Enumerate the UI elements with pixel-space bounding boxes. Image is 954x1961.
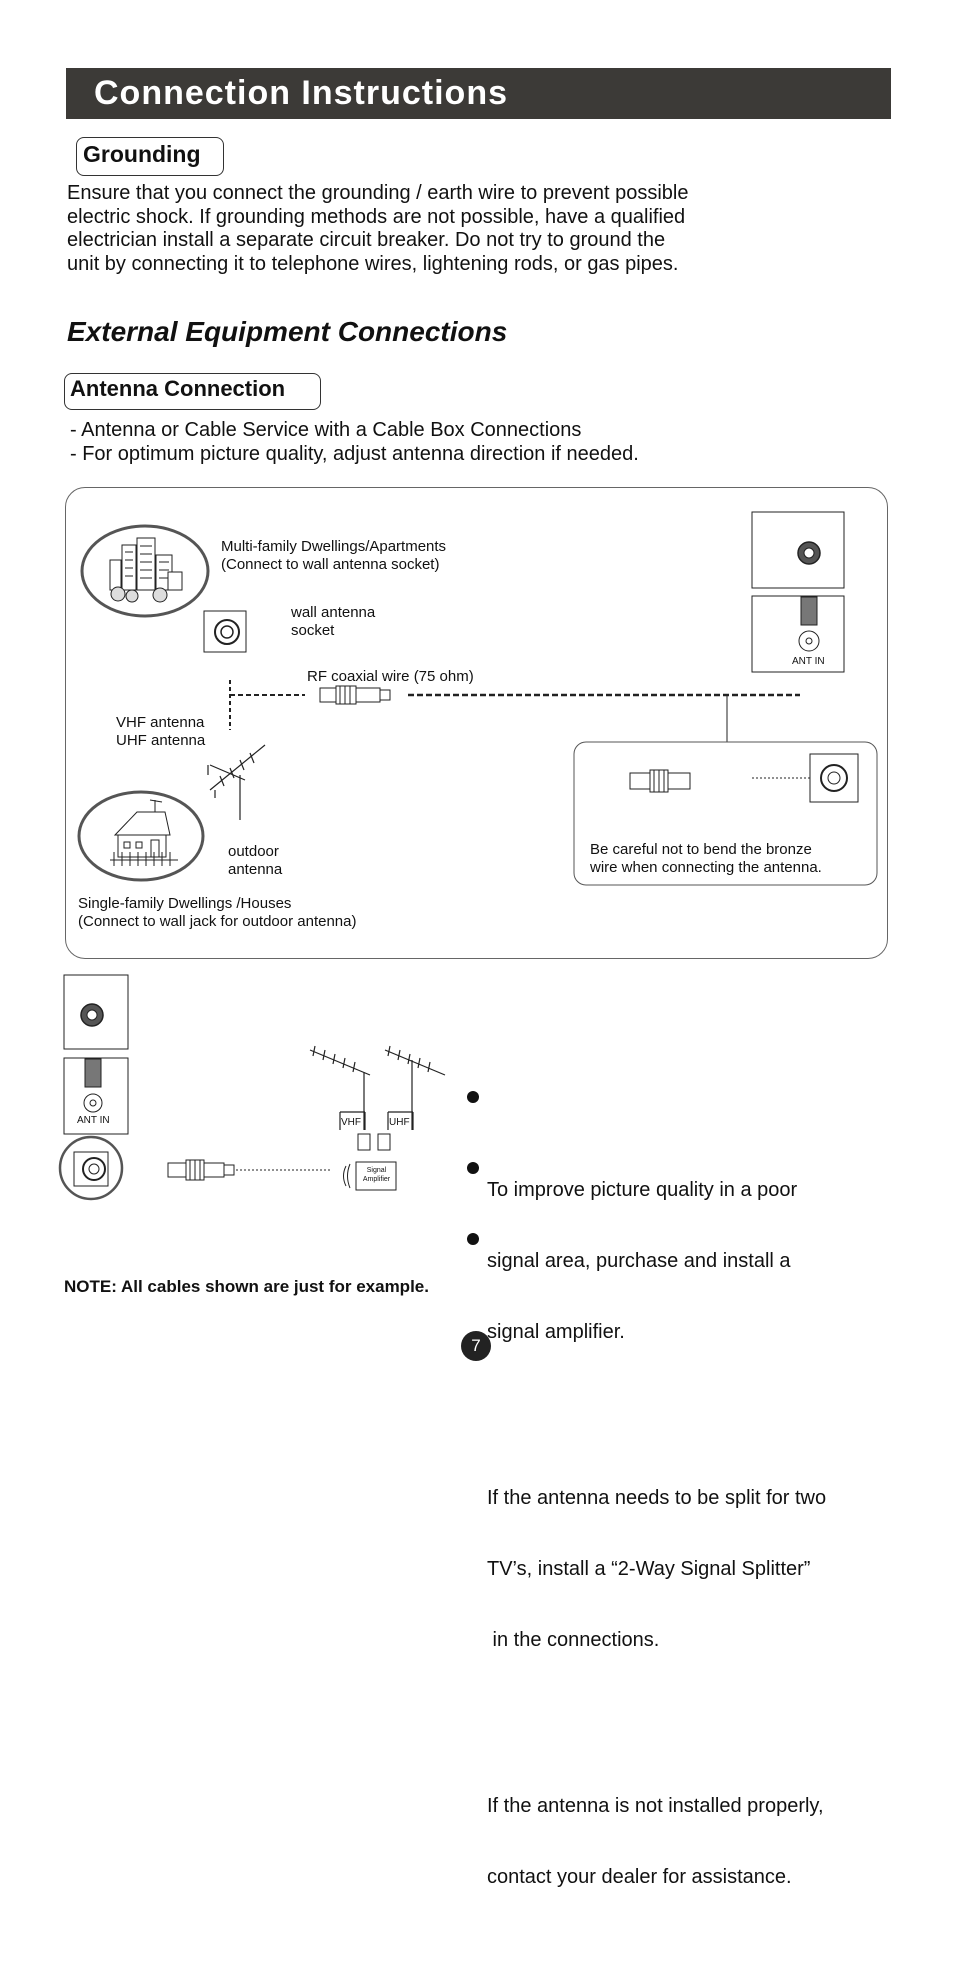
wall-socket-icon [203, 610, 247, 653]
bullet-line: in the connections. [487, 1629, 660, 1652]
uhf-label: UHF [389, 1117, 410, 1128]
vhf-label: VHF [341, 1117, 361, 1128]
header-bar [66, 68, 891, 119]
page-number: 7 [461, 1331, 491, 1361]
label-line: Multi-family Dwellings/Apartments [221, 538, 447, 555]
tv-panel-bottom [63, 974, 129, 1135]
label-line: socket [291, 622, 335, 639]
intro-line: - For optimum picture quality, adjust an… [70, 442, 639, 465]
signal-amplifier-label: Signal Amplifier [358, 1166, 395, 1184]
bullet-line: TV’s, install a “2-Way Signal Splitter” [487, 1558, 811, 1581]
label-line: Signal [366, 1167, 387, 1174]
grounding-heading: Grounding [83, 141, 201, 167]
label-line: wire when connecting the antenna. [590, 859, 822, 876]
section-title: External Equipment Connections [67, 316, 508, 347]
ant-in-label-bottom: ANT IN [77, 1115, 110, 1126]
label-line: VHF antenna [116, 714, 205, 731]
bullet-line: If the antenna is not installed properly… [487, 1795, 824, 1818]
grounding-line: electrician install a separate circuit b… [67, 229, 666, 251]
bullet-line: signal amplifier. [487, 1321, 625, 1344]
amp-connectors-icon [357, 1133, 391, 1151]
careful-plug-icon [629, 769, 691, 793]
tv-panel-top [751, 511, 845, 673]
label-line: antenna [228, 861, 283, 878]
bullet-line: To improve picture quality in a poor [487, 1178, 798, 1201]
bullet-item: If the antenna is not installed properly… [487, 1748, 826, 1938]
label-line: (Connect to wall jack for outdoor antenn… [78, 913, 357, 930]
grounding-line: electric shock. If grounding methods are… [67, 205, 686, 228]
zoom-socket-icon [58, 1135, 124, 1201]
amp-cable-plug-icon [167, 1159, 330, 1181]
grounding-line: Ensure that you connect the grounding / … [67, 182, 689, 204]
careful-socket-icon [809, 753, 859, 803]
grounding-paragraph: Ensure that you connect the grounding / … [67, 182, 689, 276]
rf-wire-label: RF coaxial wire (75 ohm) [307, 668, 474, 685]
antenna-intro: - Antenna or Cable Service with a Cable … [70, 419, 639, 466]
label-line: Amplifier [362, 1176, 391, 1183]
bullet-item: To improve picture quality in a poor sig… [487, 1131, 826, 1392]
antenna-heading-box [64, 373, 321, 410]
careful-label: Be careful not to bend the bronze wire w… [590, 841, 822, 877]
grounding-heading-box [76, 137, 224, 176]
grounding-line: unit by connecting it to telephone wires… [67, 252, 679, 275]
bullet-line: contact your dealer for assistance. [487, 1866, 792, 1889]
bullet-item: If the antenna needs to be split for two… [487, 1440, 826, 1701]
multi-family-label: Multi-family Dwellings/Apartments (Conne… [221, 538, 446, 574]
connection-diagram [58, 511, 878, 1245]
bullet-list: To improve picture quality in a poor sig… [487, 1084, 826, 1961]
bullet-dot [467, 1233, 479, 1245]
signal-amplifier-icon [343, 1161, 397, 1191]
bullet-dot [467, 1162, 479, 1174]
outdoor-antenna-label: outdoor antenna [228, 843, 282, 879]
house-illustration [77, 790, 205, 882]
label-line: UHF antenna [116, 732, 206, 749]
label-line: (Connect to wall antenna socket) [221, 556, 440, 573]
coax-plug-icon [319, 685, 391, 705]
antenna-heading: Antenna Connection [70, 376, 286, 401]
page-title: Connection Instructions [94, 74, 508, 112]
single-family-label: Single-family Dwellings /Houses (Connect… [78, 895, 357, 931]
label-line: outdoor [228, 843, 279, 860]
label-line: Be careful not to bend the bronze [590, 841, 812, 858]
label-line: Single-family Dwellings /Houses [78, 895, 292, 912]
note-text: NOTE: All cables shown are just for exam… [64, 1277, 429, 1296]
wall-socket-label: wall antenna socket [291, 604, 375, 640]
vhf-uhf-antennas-icon [309, 1045, 446, 1130]
ant-in-label-top: ANT IN [792, 656, 825, 667]
apartment-illustration [80, 524, 210, 618]
outdoor-antenna-icon [207, 744, 266, 820]
bullet-line: If the antenna needs to be split for two [487, 1486, 827, 1509]
bullet-dot [467, 1091, 479, 1103]
antenna-diagram-frame [65, 487, 888, 959]
vhf-uhf-label: VHF antenna UHF antenna [116, 714, 205, 750]
intro-line: - Antenna or Cable Service with a Cable … [70, 419, 582, 441]
bullet-line: signal area, purchase and install a [487, 1249, 791, 1272]
label-line: wall antenna [291, 604, 376, 621]
